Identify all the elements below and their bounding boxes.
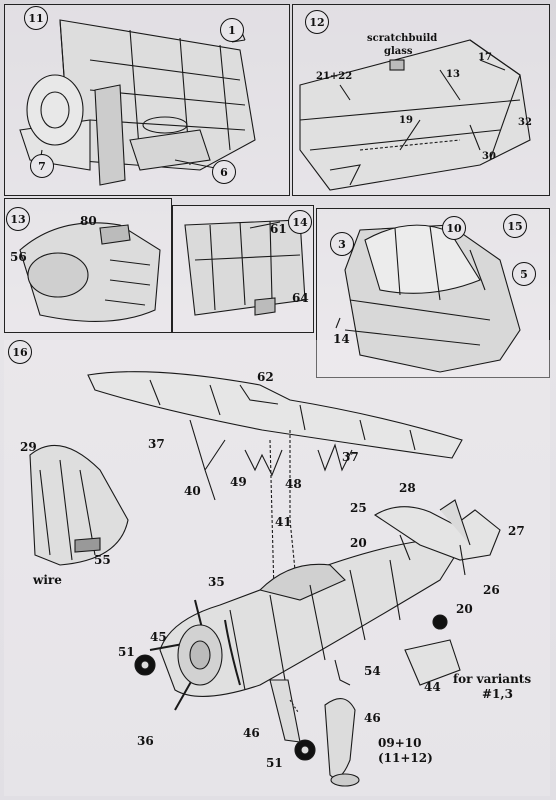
part-48-label: 48 bbox=[285, 477, 302, 491]
part-51-upper-label: 51 bbox=[118, 645, 135, 659]
part-25-label: 25 bbox=[350, 501, 367, 515]
step-15-badge: 15 bbox=[503, 214, 527, 238]
step-12-drawing bbox=[299, 39, 531, 191]
step-16-drawing bbox=[29, 371, 501, 787]
step-11-drawing bbox=[19, 19, 256, 186]
variants-label-line2: #1,3 bbox=[482, 687, 513, 701]
step-15-drawing bbox=[335, 224, 521, 373]
part-5-callout: 5 bbox=[512, 262, 536, 286]
part-80-label: 80 bbox=[80, 214, 97, 228]
part-64-label: 64 bbox=[292, 291, 309, 305]
step-16-badge: 16 bbox=[8, 340, 32, 364]
part-62-label: 62 bbox=[257, 370, 274, 384]
part-41-label: 41 bbox=[275, 515, 292, 529]
part-37-right-label: 37 bbox=[342, 450, 359, 464]
part-35-label: 35 bbox=[208, 575, 225, 589]
part-13-label: 13 bbox=[446, 69, 460, 80]
step-12-badge: 12 bbox=[305, 10, 329, 34]
part-11-12-label: (11+12) bbox=[378, 751, 433, 765]
part-54-label: 54 bbox=[364, 664, 381, 678]
part-55-label: 55 bbox=[94, 553, 111, 567]
part-30-label: 30 bbox=[482, 151, 496, 162]
part-10-callout: 10 bbox=[442, 216, 466, 240]
wire-label: wire bbox=[33, 573, 62, 587]
variants-label-line1: for variants bbox=[453, 672, 532, 686]
part-14-label: 14 bbox=[333, 332, 350, 346]
part-36-label: 36 bbox=[137, 734, 154, 748]
glass-label: glass bbox=[384, 46, 413, 57]
part-46-right-label: 46 bbox=[364, 711, 381, 725]
part-40-label: 40 bbox=[184, 484, 201, 498]
step-14-drawing bbox=[184, 219, 306, 316]
part-1-callout: 1 bbox=[220, 18, 244, 42]
scratchbuild-label: scratchbuild bbox=[367, 33, 438, 44]
part-61-label: 61 bbox=[270, 222, 287, 236]
part-09-10-label: 09+10 bbox=[378, 736, 422, 750]
part-26-label: 26 bbox=[483, 583, 500, 597]
part-7-callout: 7 bbox=[30, 154, 54, 178]
part-51-lower-label: 51 bbox=[266, 756, 283, 770]
part-6-callout: 6 bbox=[212, 160, 236, 184]
step-11-badge: 11 bbox=[24, 6, 48, 30]
step-14-badge: 14 bbox=[288, 210, 312, 234]
step-13-drawing bbox=[19, 222, 161, 322]
part-37-left-label: 37 bbox=[148, 437, 165, 451]
part-45-label: 45 bbox=[150, 630, 167, 644]
part-56-label: 56 bbox=[10, 250, 27, 264]
part-29-label: 29 bbox=[20, 440, 37, 454]
part-21-22-label: 21+22 bbox=[316, 71, 353, 82]
part-20-lower-label: 20 bbox=[456, 602, 473, 616]
part-44-label: 44 bbox=[424, 680, 441, 694]
part-19-label: 19 bbox=[399, 115, 413, 126]
part-17-label: 17 bbox=[478, 52, 492, 63]
part-46-left-label: 46 bbox=[243, 726, 260, 740]
part-27-label: 27 bbox=[508, 524, 525, 538]
part-49-label: 49 bbox=[230, 475, 247, 489]
part-28-label: 28 bbox=[399, 481, 416, 495]
step-13-badge: 13 bbox=[6, 207, 30, 231]
part-32-label: 32 bbox=[518, 117, 532, 128]
part-3-callout: 3 bbox=[330, 232, 354, 256]
part-20-upper-label: 20 bbox=[350, 536, 367, 550]
